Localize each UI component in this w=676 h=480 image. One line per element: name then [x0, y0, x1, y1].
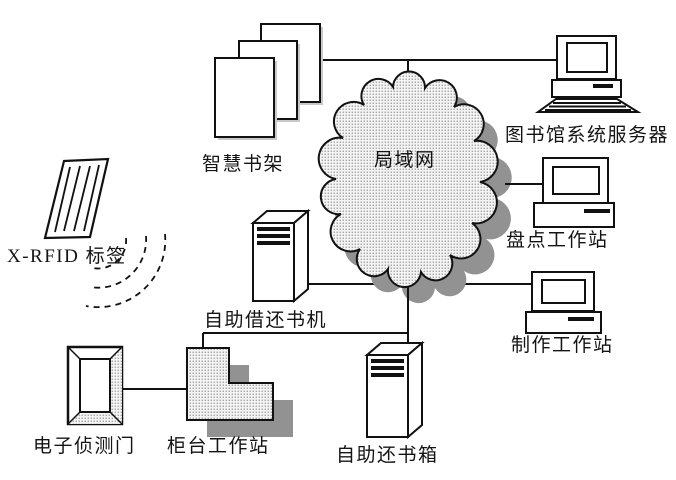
- rfid-tag-icon: [43, 157, 110, 240]
- library-server-icon: [534, 35, 642, 113]
- label-counter-workstation: 柜台工作站: [167, 436, 270, 457]
- label-return-box: 自助还书箱: [336, 445, 439, 466]
- label-inventory-workstation: 盘点工作站: [506, 230, 609, 251]
- smart-shelf-icon: [214, 23, 323, 140]
- production-workstation-icon: [525, 271, 602, 334]
- rfid-signal-waves: [85, 233, 167, 309]
- lan-cloud-shape: [317, 70, 499, 288]
- label-smart-shelf: 智慧书架: [202, 154, 285, 175]
- inventory-workstation-icon: [533, 157, 615, 228]
- label-detection-gate: 电子侦测门: [33, 436, 136, 457]
- edge-shelf-server-bus: [320, 59, 557, 78]
- edge-bottom-bus: [202, 332, 408, 349]
- label-lan-cloud: 局域网: [374, 150, 436, 171]
- selfcheck-machine-icon: [250, 208, 311, 304]
- return-box-icon: [364, 340, 425, 440]
- label-library-server: 图书馆系统服务器: [505, 125, 670, 146]
- counter-workstation-icon: [186, 347, 293, 437]
- label-selfcheck-machine: 自助借还书机: [204, 310, 328, 331]
- detection-gate-icon: [66, 345, 124, 426]
- label-production-workstation: 制作工作站: [511, 335, 614, 356]
- label-rfid-tag: X-RFID 标签: [7, 246, 127, 267]
